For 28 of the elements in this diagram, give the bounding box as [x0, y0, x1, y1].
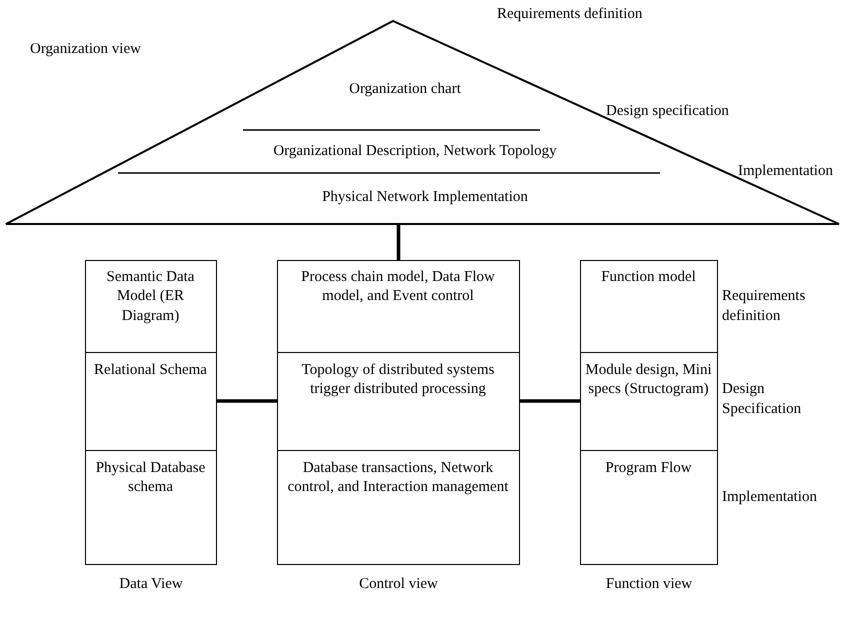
level-label: Requirements definition: [497, 5, 644, 24]
level-label: Organization view: [30, 40, 142, 59]
layer-text: Organizational Description, Network Topology: [272, 142, 558, 161]
view-label: Control view: [358, 575, 439, 594]
level-label: Design Specification: [722, 380, 802, 418]
model-cell: Relational Schema: [84, 352, 216, 450]
view-label: Data View: [118, 575, 184, 594]
model-cell: Module design, Mini specs (Structogram): [580, 352, 718, 450]
connector-line: [520, 399, 580, 403]
column-box: [277, 260, 520, 565]
model-cell: Semantic Data Model (ER Diagram): [84, 260, 216, 352]
model-cell: Physical Database schema: [84, 450, 216, 564]
connector-line: [217, 399, 277, 403]
layer-text: Physical Network Implementation: [321, 188, 529, 207]
view-label: Function view: [604, 575, 694, 594]
model-cell: Function model: [580, 260, 718, 352]
model-cell: Process chain model, Data Flow model, and Event control: [276, 260, 520, 352]
layer-text: Organization chart: [348, 80, 462, 99]
connector-line: [396, 225, 400, 260]
column-box: [580, 260, 718, 565]
model-cell: Program Flow: [580, 450, 718, 564]
level-label: Requirements definition: [722, 287, 806, 326]
model-cell: Topology of distributed systems trigger distributed processing: [276, 352, 520, 450]
level-label: Design specification: [606, 102, 730, 121]
level-label: Implementation: [722, 488, 818, 507]
model-cell: Database transactions, Network control, and Interaction management: [276, 450, 520, 564]
column-box: [85, 260, 217, 565]
level-label: Implementation: [738, 162, 834, 181]
